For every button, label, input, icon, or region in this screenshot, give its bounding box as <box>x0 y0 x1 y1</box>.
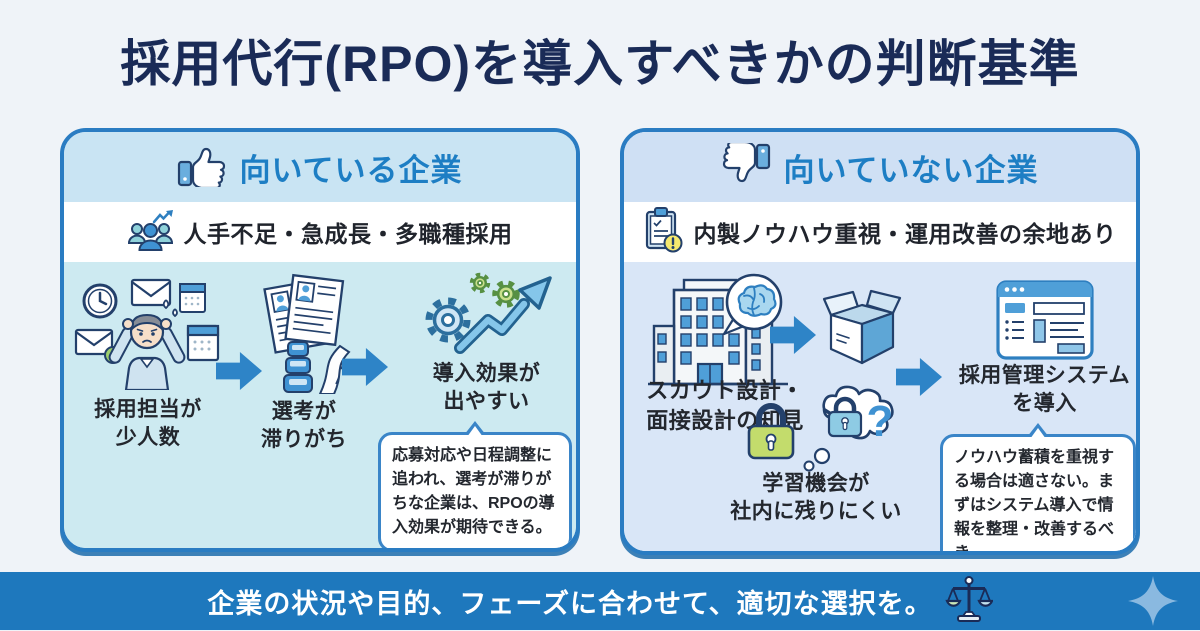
resume-backlog-icon <box>256 270 354 399</box>
left-panel-title: 向いている企業 <box>239 152 463 188</box>
step-label: 選考が 滞りがち <box>261 400 347 452</box>
svg-text:?: ? <box>867 397 894 446</box>
left-panel-body: 採用担当が 少人数 <box>64 262 576 548</box>
clipboard-alert-icon <box>644 206 684 258</box>
suitable-companies-panel: 向いている企業 人手不足・急成長・多職種採用 <box>60 128 580 552</box>
sparkle-icon <box>1128 576 1178 631</box>
open-box-icon <box>822 288 902 371</box>
right-panel-subtitle: 内製ノウハウ重視・運用改善の余地あり <box>693 221 1117 247</box>
right-panel-title: 向いていない企業 <box>783 152 1039 188</box>
thought-cloud-lock-icon: ? <box>796 378 916 479</box>
right-note-bubble: ノウハウ蓄積を重視する場合は適さない。まずはシステム導入で情報を整理・改善するべ… <box>940 423 1136 551</box>
thumbs-down-icon <box>721 140 771 192</box>
step-label: 採用管理システム を導入 <box>958 364 1131 416</box>
left-note-bubble: 応募対応や日程調整に追われ、選考が滞りがちな企業は、RPOの導入効果が期待できる… <box>378 421 572 548</box>
locked-knowledge-icon <box>744 396 798 467</box>
thumbs-up-icon <box>177 143 227 192</box>
left-panel-subtitle: 人手不足・急成長・多職種採用 <box>183 221 513 247</box>
unsuitable-companies-panel: 向いていない企業 内製ノウハウ重視・運用改善の余地あり <box>620 128 1140 555</box>
overworked-recruiter-icon <box>74 268 220 395</box>
footer-message: 企業の状況や目的、フェーズに合わせて、適切な選択を。 <box>207 588 933 619</box>
right-panel-header: 向いていない企業 <box>624 132 1136 202</box>
ats-system-icon <box>996 280 1094 365</box>
company-knowledge-icon <box>644 268 792 393</box>
step-label: 導入効果が 出やすい <box>432 362 541 414</box>
left-panel-header: 向いている企業 <box>64 132 576 202</box>
page-title: 採用代行(RPO)を導入すべきかの判断基準 <box>120 36 1080 92</box>
step-label: 学習機会が 社内に残りにくい <box>730 472 902 524</box>
gears-growth-icon <box>412 268 558 361</box>
right-panel-body: スカウト設計・ 面接設計の知見 <box>624 262 1136 551</box>
right-panel-subtitle-bar: 内製ノウハウ重視・運用改善の余地あり <box>624 202 1136 262</box>
scales-icon <box>945 575 994 628</box>
left-panel-subtitle-bar: 人手不足・急成長・多職種採用 <box>64 202 576 262</box>
step-label: 採用担当が 少人数 <box>94 398 202 450</box>
footer-banner: 企業の状況や目的、フェーズに合わせて、適切な選択を。 <box>0 572 1200 630</box>
people-growth-icon <box>127 209 174 256</box>
